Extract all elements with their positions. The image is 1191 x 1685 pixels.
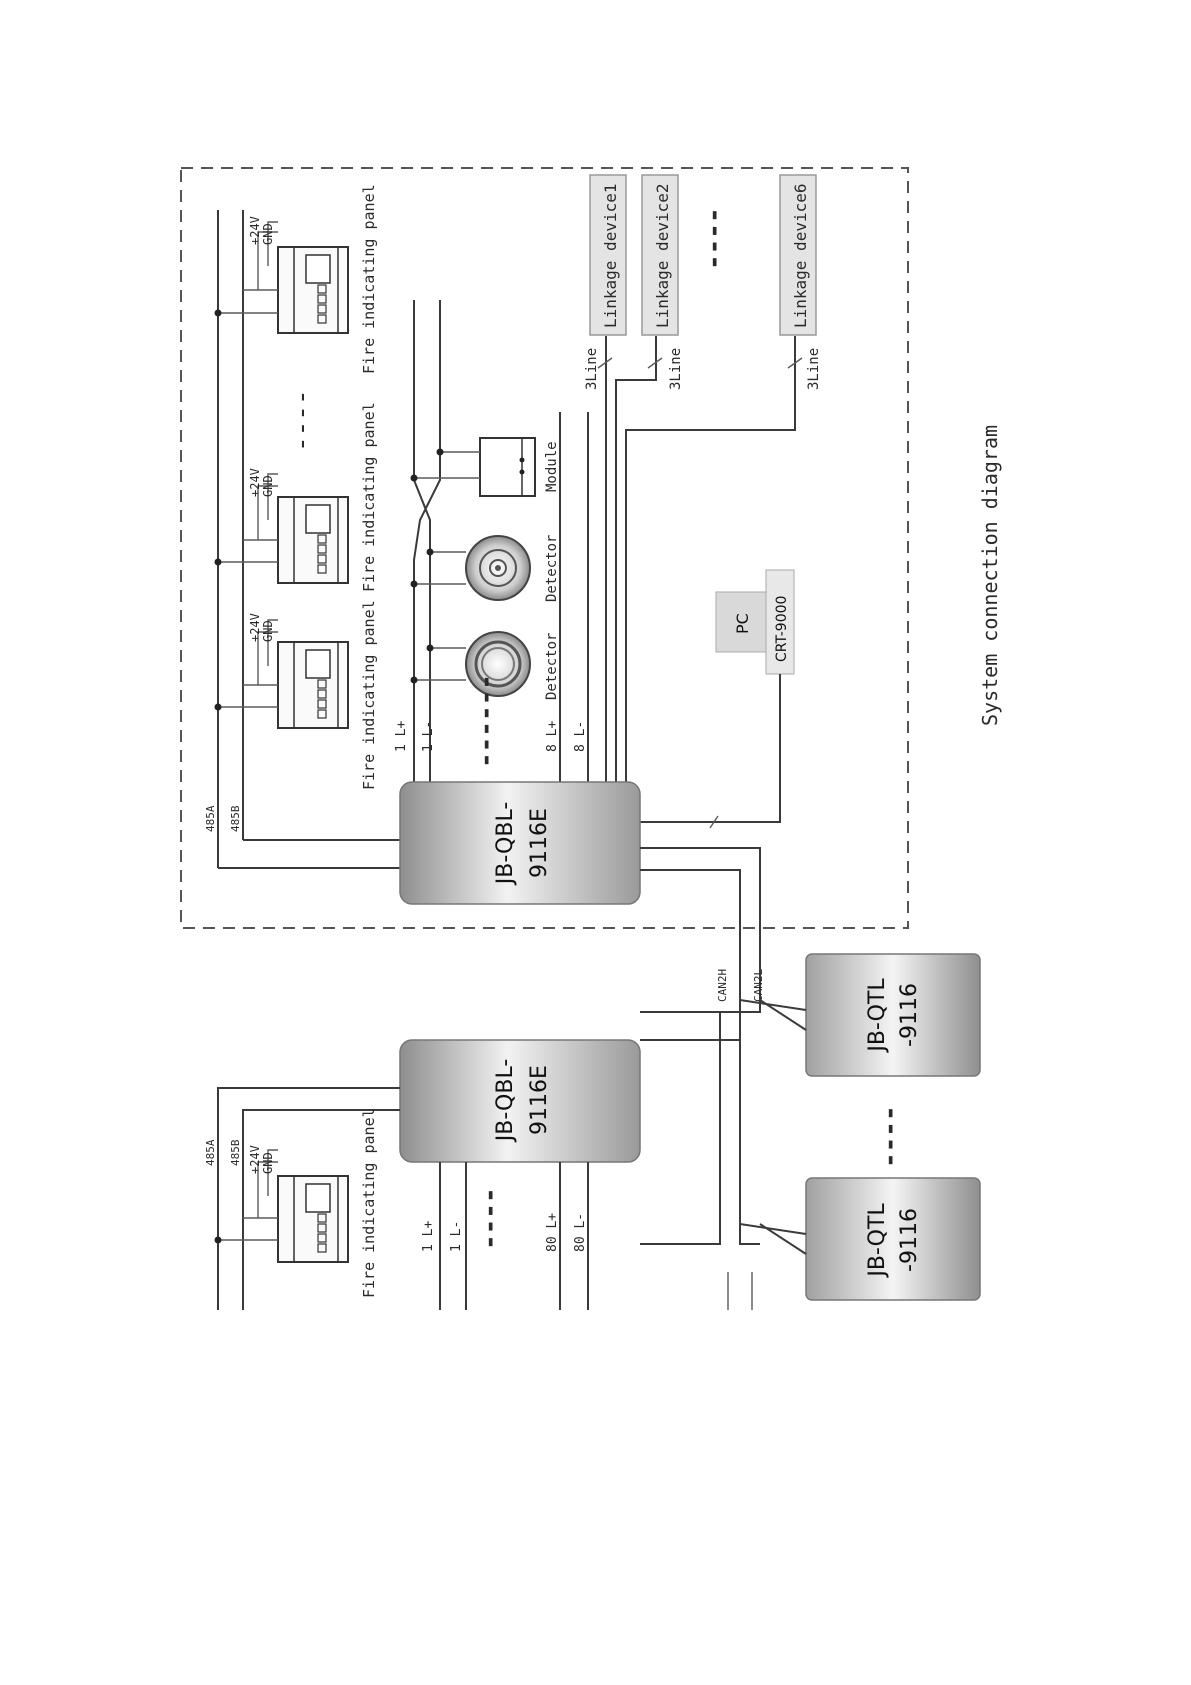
rs485-a-label-lower: 485A bbox=[204, 1139, 217, 1166]
repeater-2-line1: JB-QTL bbox=[865, 1203, 890, 1279]
linkage-ellipsis: ---- bbox=[699, 207, 729, 270]
rs485-a-label: 485A bbox=[204, 805, 217, 832]
repeater-2: JB-QTL -9116 bbox=[739, 1177, 981, 1301]
linkage-device-2: Linkage device2 bbox=[641, 174, 679, 336]
rs485-a-bus-lower bbox=[217, 1087, 400, 1310]
fire-indicating-panel-1 bbox=[214, 221, 349, 334]
linkage-6-line bbox=[625, 336, 796, 790]
repeater-1: JB-QTL -9116 bbox=[739, 953, 981, 1077]
module bbox=[410, 437, 536, 497]
loop2-1-minus-label: 1 L- bbox=[449, 1221, 464, 1252]
power-gnd-label-3: GND bbox=[261, 620, 275, 642]
loop2-80-minus-label: 80 L- bbox=[573, 1213, 588, 1252]
controller-2-line1: JB-QBL- bbox=[493, 1059, 518, 1144]
power-plus-label-2: +24V bbox=[248, 468, 262, 497]
loops2-ellipsis: ---- bbox=[475, 1187, 505, 1250]
loop2-1-plus-label: 1 L+ bbox=[421, 1221, 436, 1252]
line-label-1: 3Line bbox=[584, 348, 600, 390]
pc-label: PC bbox=[733, 613, 752, 634]
controller-2: JB-QBL- 9116E bbox=[399, 1039, 641, 1163]
loop-8-plus-label: 8 L+ bbox=[545, 721, 560, 752]
loop-1-minus-label: 1 L- bbox=[421, 721, 436, 752]
repeater-1-line2: -9116 bbox=[897, 983, 922, 1047]
loop2-80-plus-label: 80 L+ bbox=[545, 1213, 560, 1252]
linkage-2-line bbox=[615, 336, 657, 790]
detector-2 bbox=[410, 631, 531, 697]
rs485-b-label: 485B bbox=[229, 805, 242, 832]
repeaters-ellipsis: ---- bbox=[875, 1105, 905, 1168]
loop-1-plus-label: 1 L+ bbox=[394, 721, 409, 752]
power-gnd-label-lower: GND bbox=[261, 1152, 275, 1174]
fire-indicating-panel-2 bbox=[214, 473, 349, 584]
power-gnd-label-1: GND bbox=[261, 223, 275, 245]
system-boundary bbox=[180, 167, 909, 929]
module-label: Module bbox=[544, 441, 560, 492]
can-l-label: CAN2L bbox=[752, 969, 765, 1002]
detector-label-1: Detector bbox=[544, 535, 560, 602]
panel-label-1: Fire indicating panel bbox=[360, 184, 378, 374]
power-gnd-label-2: GND bbox=[261, 475, 275, 497]
panels-ellipsis: ---- bbox=[287, 389, 317, 452]
panel-label-3: Fire indicating panel bbox=[360, 600, 378, 790]
can-h-bus-upper bbox=[640, 847, 761, 1013]
linkage-device-6: Linkage device6 bbox=[779, 174, 817, 336]
linkage-device-2-label: Linkage device2 bbox=[653, 184, 672, 329]
rs485-b-bus-lower bbox=[242, 1109, 400, 1310]
panel-label-lower: Fire indicating panel bbox=[360, 1108, 378, 1298]
line-label-2: 3Line bbox=[668, 348, 684, 390]
linkage-device-6-label: Linkage device6 bbox=[791, 184, 810, 329]
controller-1-line1: JB-QBL- bbox=[493, 802, 518, 887]
can-l-bus-lower bbox=[739, 1040, 760, 1245]
loop-8-minus-label: 8 L- bbox=[573, 721, 588, 752]
power-plus-label-1: +24V bbox=[248, 216, 262, 245]
controller-1: JB-QBL- 9116E bbox=[399, 781, 641, 905]
can-l-bus-upper bbox=[640, 869, 741, 1041]
pc-workstation: PC CRT-9000 bbox=[715, 569, 795, 675]
detector-label-2: Detector bbox=[544, 633, 560, 700]
detector-1 bbox=[410, 535, 531, 601]
controller-1-line2: 9116E bbox=[527, 808, 552, 878]
fire-indicating-panel-3 bbox=[214, 619, 349, 729]
power-plus-label-lower: +24V bbox=[248, 1145, 262, 1174]
pc-software-label: CRT-9000 bbox=[774, 596, 790, 662]
repeater-1-line1: JB-QTL bbox=[865, 978, 890, 1054]
linkage-device-1: Linkage device1 bbox=[589, 174, 627, 336]
panel-label-2: Fire indicating panel bbox=[360, 402, 378, 592]
repeater-2-line2: -9116 bbox=[897, 1208, 922, 1272]
line-label-6: 3Line bbox=[806, 348, 822, 390]
loop-1-minus-line bbox=[413, 300, 441, 790]
fire-indicating-panel-lower bbox=[214, 1149, 349, 1263]
linkage-device-1-label: Linkage device1 bbox=[601, 184, 620, 329]
can-h-label: CAN2H bbox=[716, 969, 729, 1002]
power-plus-label-3: +24V bbox=[248, 613, 262, 642]
loops-ellipsis: ------ bbox=[471, 674, 501, 768]
controller-2-line2: 9116E bbox=[527, 1065, 552, 1135]
pc-connection-line bbox=[640, 674, 781, 823]
loop-1-plus-line bbox=[413, 300, 431, 790]
can-h-bus-lower bbox=[640, 1011, 760, 1245]
diagram-title: System connection diagram bbox=[978, 425, 1002, 726]
rs485-b-label-lower: 485B bbox=[229, 1139, 242, 1166]
